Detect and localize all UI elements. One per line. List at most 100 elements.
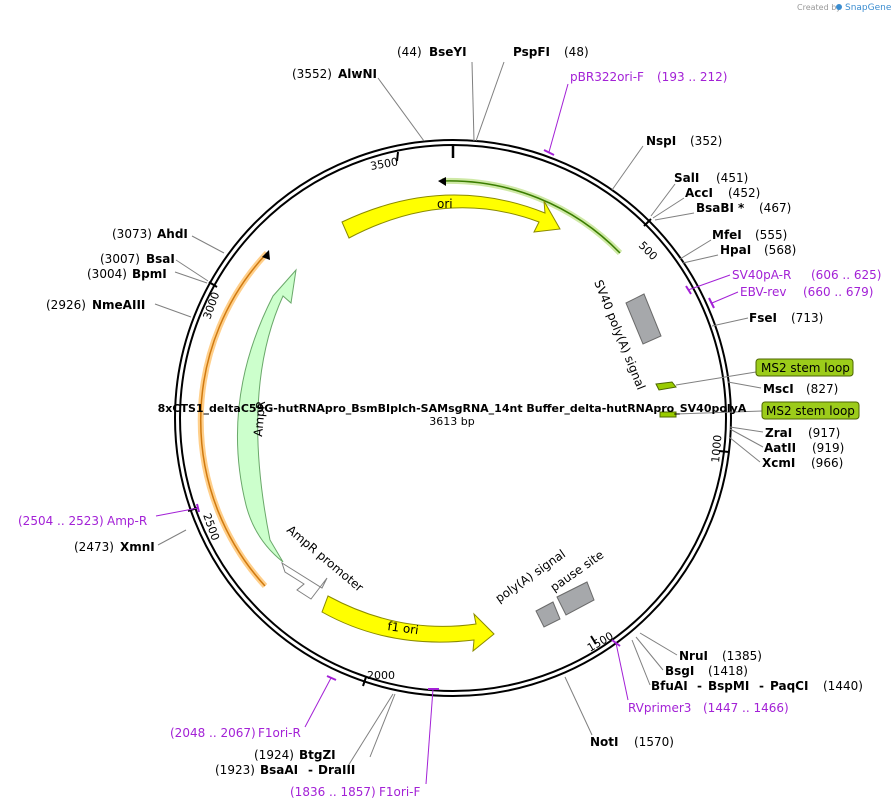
ahdi-name[interactable]: AhdI <box>157 227 188 241</box>
msci-pos: (827) <box>806 382 838 396</box>
paqci-name[interactable]: PaqCI <box>770 679 808 693</box>
f1ori-f-leader <box>425 688 434 785</box>
polya-signal-feature[interactable] <box>535 601 561 628</box>
bspmi-name[interactable]: BspMI <box>708 679 749 693</box>
zrai-pos: (917) <box>808 426 840 440</box>
bfuai-sep1: - <box>697 679 702 693</box>
sali-name[interactable]: SalI <box>674 171 699 185</box>
sali-pos: (451) <box>716 171 748 185</box>
acci-name[interactable]: AccI <box>685 186 713 200</box>
nrui-pos: (1385) <box>722 649 762 663</box>
bfuai-name[interactable]: BfuAI <box>651 679 688 693</box>
aatii-pos: (919) <box>812 441 844 455</box>
fsei-name[interactable]: FseI <box>749 311 777 325</box>
xmni-pos: (2473) <box>74 540 114 554</box>
bsabi-pos: (467) <box>759 201 791 215</box>
nrui-name[interactable]: NruI <box>679 649 708 663</box>
pspfi-name[interactable]: PspFI <box>513 45 550 59</box>
pbr322-range: (193 .. 212) <box>657 70 727 84</box>
ampr-primer-name[interactable]: Amp-R <box>107 514 147 528</box>
draiii-name[interactable]: DraIII <box>318 763 355 777</box>
f1ori-feature[interactable] <box>321 595 495 653</box>
tick-label-3500: 3500 <box>369 155 399 173</box>
bsgi-pos: (1418) <box>708 664 748 678</box>
ms2-box-1[interactable] <box>755 358 854 377</box>
tick-label-1000: 1000 <box>709 434 724 463</box>
ebv-name[interactable]: EBV-rev <box>740 285 786 299</box>
bpmi-pos: (3004) <box>87 267 127 281</box>
bfuai-pos: (1440) <box>823 679 863 693</box>
nmeaiii-name[interactable]: NmeAIII <box>92 298 145 312</box>
mfei-name[interactable]: MfeI <box>712 228 742 242</box>
bsaai-pos: (1923) <box>215 763 255 777</box>
pause-site-feature[interactable] <box>556 581 595 616</box>
sv40pa-range: (606 .. 625) <box>811 268 881 282</box>
bsaai-sep: - <box>308 763 313 777</box>
nspi-pos: (352) <box>690 134 722 148</box>
alwni-pos: (3552) <box>292 67 332 81</box>
fsei-pos: (713) <box>791 311 823 325</box>
credit-brand: SnapGene <box>845 3 892 13</box>
alwni-name[interactable]: AlwNI <box>338 67 377 81</box>
btgzi-pos: (1924) <box>254 748 294 762</box>
btgzi-name[interactable]: BtgZI <box>299 748 336 762</box>
hpai-name[interactable]: HpaI <box>720 243 751 257</box>
ms2-label-1: MS2 stem loop <box>761 361 850 375</box>
snapgene-logo-icon <box>836 4 842 10</box>
ebv-range: (660 .. 679) <box>803 285 873 299</box>
sv40pa-leader <box>687 274 731 291</box>
ms2-marker-1[interactable] <box>655 381 677 391</box>
xcmi-pos: (966) <box>811 456 843 470</box>
plasmid-size: 3613 bp <box>429 415 474 428</box>
plasmid-name: 8xCTS1_deltaC59G-hutRNApro_BsmBIplch-SAM… <box>158 402 747 415</box>
ampr-label: AmpR <box>251 400 268 437</box>
nmeaiii-pos: (2926) <box>46 298 86 312</box>
ori-label: ori <box>437 197 453 211</box>
bpmi-name[interactable]: BpmI <box>132 267 167 281</box>
pbr322-name[interactable]: pBR322ori-F <box>570 70 644 84</box>
sv40-polya-feature[interactable] <box>625 293 662 345</box>
tick-label-2000: 2000 <box>367 669 395 682</box>
hpai-pos: (568) <box>764 243 796 257</box>
bfuai-sep2: - <box>759 679 764 693</box>
rvprimer3-name[interactable]: RVprimer3 <box>628 701 691 715</box>
xcmi-name[interactable]: XcmI <box>762 456 795 470</box>
ms2-box-2[interactable] <box>761 401 860 420</box>
zrai-name[interactable]: ZraI <box>765 426 792 440</box>
msci-name[interactable]: MscI <box>763 382 794 396</box>
aatii-name[interactable]: AatII <box>764 441 796 455</box>
credit-text: Created by <box>797 3 841 12</box>
ori-feature[interactable] <box>341 194 561 239</box>
bseyi-name[interactable]: BseYI <box>429 45 467 59</box>
mfei-pos: (555) <box>755 228 787 242</box>
bsai-name[interactable]: BsaI <box>146 252 175 266</box>
nspi-name[interactable]: NspI <box>646 134 676 148</box>
f1ori-r-leader <box>304 677 332 728</box>
ampr-feature[interactable] <box>236 268 297 563</box>
f1ori-r-range: (2048 .. 2067) <box>170 726 256 740</box>
noti-name[interactable]: NotI <box>590 735 619 749</box>
ticks <box>187 151 730 687</box>
xmni-name[interactable]: XmnI <box>120 540 155 554</box>
f1ori-f-name[interactable]: F1ori-F <box>379 785 420 799</box>
bsabi-name[interactable]: BsaBI <box>696 201 734 215</box>
rvprimer3-range: (1447 .. 1466) <box>703 701 789 715</box>
noti-pos: (1570) <box>634 735 674 749</box>
ms2-1-leader <box>675 371 757 386</box>
ampr-promoter-label: AmpR promoter <box>284 523 366 595</box>
ampr-outer-arc-line <box>200 252 268 587</box>
ebv-leader <box>711 291 739 304</box>
bsgi-name[interactable]: BsgI <box>665 664 694 678</box>
pbr322-leader <box>548 83 569 153</box>
bsaai-name[interactable]: BsaAI <box>260 763 298 777</box>
tick-label-500: 500 <box>636 239 660 263</box>
f1ori-r-name[interactable]: F1ori-R <box>258 726 301 740</box>
ampr-outer-arrowhead <box>262 250 270 260</box>
ms2-marker-2[interactable] <box>659 411 677 418</box>
bsabi-mark: * <box>738 201 745 215</box>
sv40pa-name[interactable]: SV40pA-R <box>732 268 791 282</box>
ampr-promoter-feature[interactable] <box>281 561 328 600</box>
f1ori-f-range: (1836 .. 1857) <box>290 785 376 799</box>
f1ori-label: f1 ori <box>387 619 420 637</box>
